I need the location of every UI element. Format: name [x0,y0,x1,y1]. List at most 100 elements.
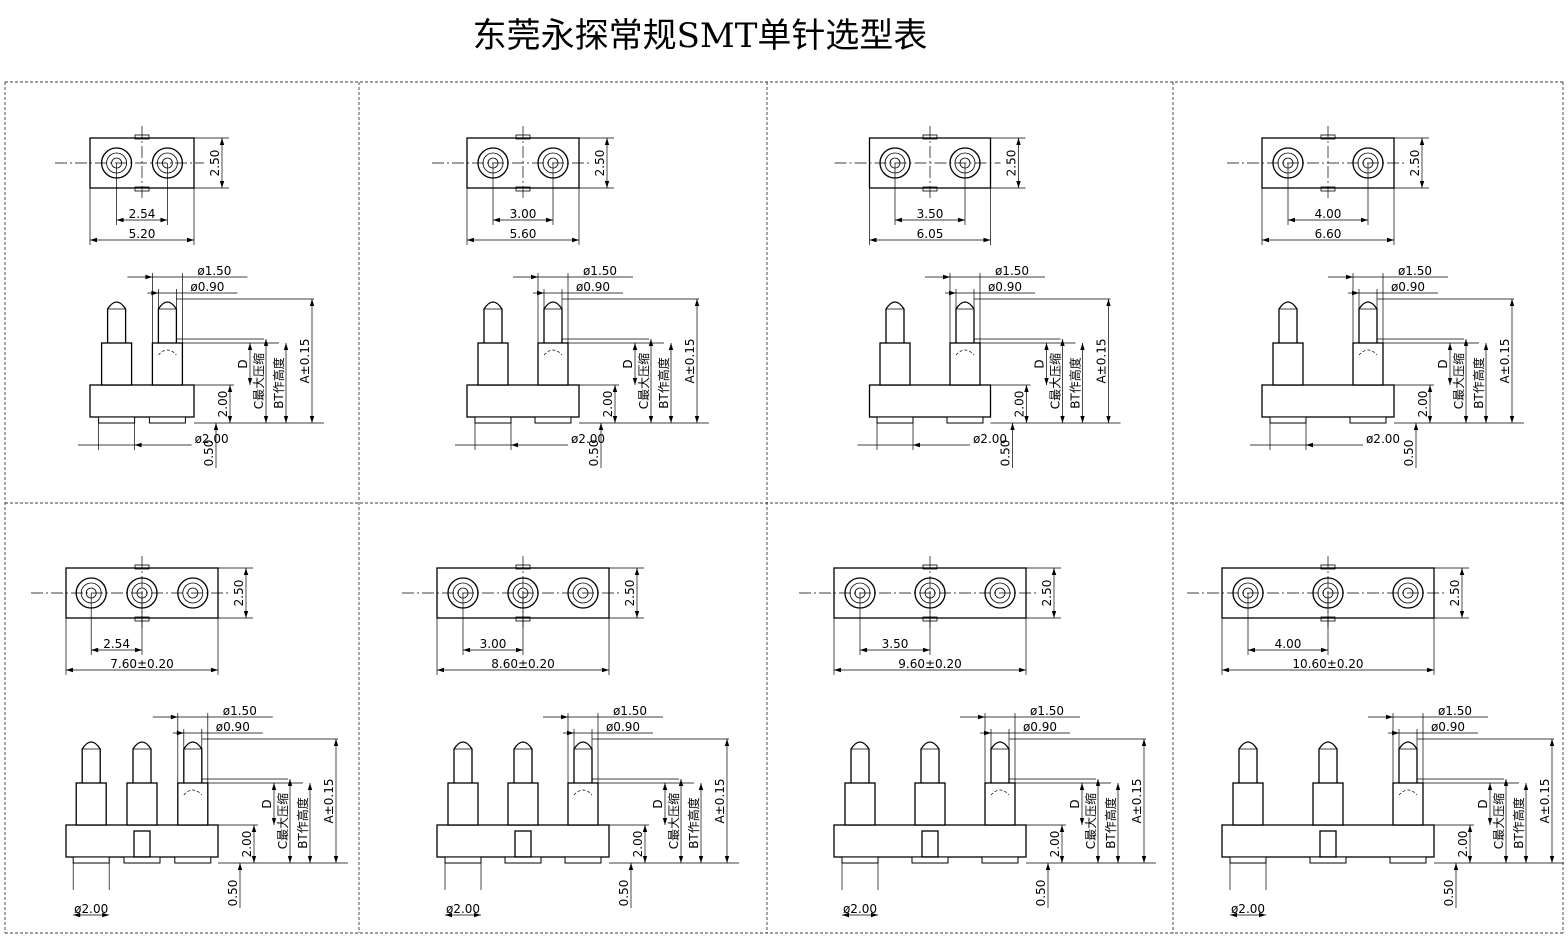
dimension-label: 3.00 [510,207,537,221]
side-view-body [466,384,580,418]
dimension-arrow [604,181,610,188]
dimension-arrow [287,856,293,863]
dimension-arrow [913,442,920,448]
height-d-label: D [236,359,250,368]
pin-inner-circle [187,587,199,599]
dimension-arrow [1010,423,1015,430]
base-diameter-label: ø2.00 [195,432,229,446]
notch [1320,564,1336,570]
height-b-label: BT作高度 [271,357,286,409]
dimension-arrow [176,730,184,736]
page-title: 东莞永探常规SMT单针选型表 [472,16,928,56]
dimension-arrow [1483,343,1489,350]
dimension-label: 8.60±0.20 [491,657,555,671]
inner-diameter-label: ø0.90 [606,720,640,734]
pin-foot [98,416,136,424]
notch [134,186,150,192]
outer-diameter-label: ø1.50 [1398,264,1432,278]
dimension-arrow [1352,290,1359,296]
dimension-label: 4.00 [1275,637,1302,651]
height-b-label: BT作高度 [1103,797,1118,849]
dimension-label: ø2.00 [1231,902,1265,916]
pin-plunger [1398,741,1418,783]
hidden-spring [543,349,563,356]
pin-foot [946,416,984,424]
dimension-arrow [1467,825,1473,832]
pin-foot [1309,856,1347,864]
dimension-arrow [1141,856,1147,863]
dimension-arrow [271,783,277,790]
height-a-label: A±0.15 [713,779,727,824]
dimension-label: 9.60±0.20 [898,657,962,671]
dimension-arrow [1427,385,1433,392]
hidden-spring [573,789,593,796]
dimension-arrow [283,416,289,423]
dimension-arrow [1419,181,1425,188]
inner-diameter-label: ø0.90 [576,280,610,294]
width-dimension: 2.50 [593,150,607,177]
side-view-body [89,384,195,418]
hidden-spring [1398,789,1418,796]
dimension-arrow [1447,378,1453,385]
dimension-arrow [834,667,841,673]
height-b-label: BT作高度 [1068,357,1083,409]
dimension-label: ø2.00 [446,902,480,916]
pin-outer-circle [177,577,209,609]
pin-barrel [914,782,946,826]
dimension-arrow [1051,611,1057,618]
pin-foot [981,856,1019,864]
dimension-arrow [1016,181,1021,188]
pin-plunger [990,741,1010,783]
dimension-arrow [634,611,640,618]
pin-foot [876,416,914,424]
dimension-arrow [307,783,313,790]
dimension-arrow [1080,416,1085,423]
dimension-arrow [1386,714,1393,720]
pin-outer-circle [984,577,1016,609]
dimension-arrow [943,274,950,280]
notch [1320,134,1336,140]
width-dimension: 2.50 [1448,580,1462,607]
height-a-label: A±0.15 [1095,339,1109,384]
dimension-arrow [1306,442,1313,448]
dimension-arrow [211,667,218,673]
height-b-label: BT作高度 [656,357,671,409]
notch [134,564,150,570]
middle-slot [1319,830,1337,858]
pin-barrel [1392,782,1424,826]
pin-mid-circle [1397,582,1419,604]
dimension-arrow [1079,818,1085,825]
inner-diameter-label: ø0.90 [1023,720,1057,734]
dimension-arrow [1523,856,1529,863]
dimension-arrow [145,274,153,280]
pin-plunger [885,301,905,343]
base-height-label: 2.00 [1013,391,1027,418]
dimension-arrow [668,416,674,423]
width-dimension: 2.50 [208,150,222,177]
dimension-arrow [1487,783,1493,790]
dimension-arrow [1051,568,1057,575]
height-b-label: BT作高度 [1511,797,1526,849]
dimension-label: 10.60±0.20 [1292,657,1363,671]
dimension-arrow [572,237,579,243]
height-c-label: C最大压缩 [636,353,651,409]
dimension-label: 3.50 [882,637,909,651]
foot-height-label: 0.50 [587,440,601,467]
notch [922,564,938,570]
dimension-arrow [287,779,293,786]
pin-outer-circle [1392,577,1424,609]
pin-plunger [920,741,940,783]
base-diameter-label: ø2.00 [973,432,1007,446]
height-c-label: C最大压缩 [275,793,290,849]
base-diameter-label: ø2.00 [571,432,605,446]
dimension-arrow [1549,856,1555,863]
dimension-arrow [247,343,253,350]
hidden-spring [990,789,1010,796]
dimension-arrow [247,378,253,385]
dimension-arrow [949,290,956,296]
pin-barrel [1352,342,1384,386]
dimension-arrow [243,611,249,618]
dimension-label: ø2.00 [74,902,108,916]
